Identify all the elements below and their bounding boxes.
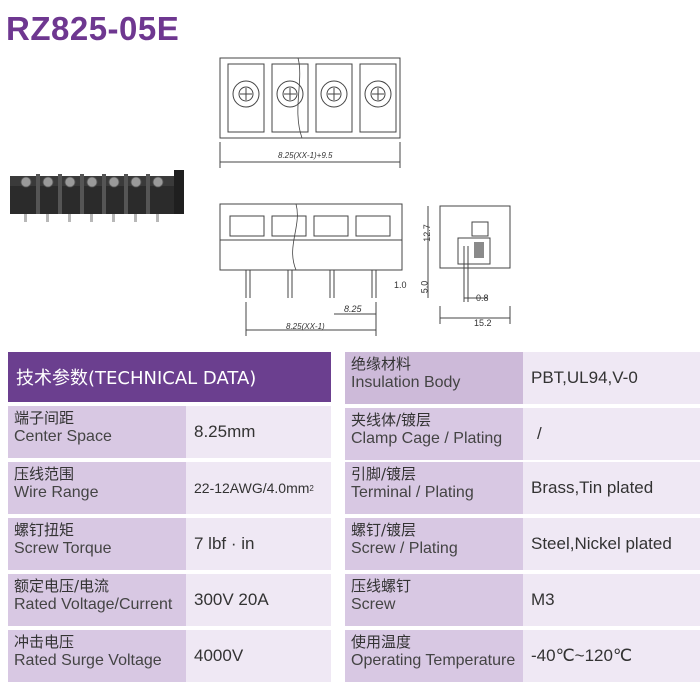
row-value: 4000V <box>186 630 331 682</box>
dim-pitch: 8.25 <box>344 304 362 314</box>
table-row: 冲击电压 Rated Surge Voltage 4000V <box>8 630 331 682</box>
row-value: 7 lbf · in <box>186 518 331 570</box>
product-title: RZ825-05E <box>6 10 180 47</box>
row-label: 绝缘材料 Insulation Body <box>345 352 523 404</box>
front-view-drawing <box>219 203 403 336</box>
row-value: Brass,Tin plated <box>523 462 700 514</box>
table-row: 引脚/镀层 Terminal / Plating Brass,Tin plate… <box>345 462 700 514</box>
row-value: M3 <box>523 574 700 626</box>
row-label: 压线范围 Wire Range <box>8 462 186 514</box>
left-table: 端子间距 Center Space 8.25mm 压线范围 Wire Range… <box>8 406 331 684</box>
row-label: 压线螺钉 Screw <box>345 574 523 626</box>
table-row: 额定电压/电流 Rated Voltage/Current 300V 20A <box>8 574 331 626</box>
row-value: 8.25mm <box>186 406 331 458</box>
table-row: 使用温度 Operating Temperature -40℃~120℃ <box>345 630 700 682</box>
table-row: 夹线体/镀层 Clamp Cage / Plating / <box>345 408 700 460</box>
row-value: 300V 20A <box>186 574 331 626</box>
row-label: 冲击电压 Rated Surge Voltage <box>8 630 186 682</box>
row-value: Steel,Nickel plated <box>523 518 700 570</box>
side-view-drawing <box>427 205 511 324</box>
right-table: 绝缘材料 Insulation Body PBT,UL94,V-0 夹线体/镀层… <box>345 352 700 684</box>
row-value: PBT,UL94,V-0 <box>523 352 700 404</box>
row-label: 使用温度 Operating Temperature <box>345 630 523 682</box>
dim-side-height: 12.7 <box>421 224 432 242</box>
row-label: 额定电压/电流 Rated Voltage/Current <box>8 574 186 626</box>
table-row: 螺钉扭矩 Screw Torque 7 lbf · in <box>8 518 331 570</box>
table-row: 绝缘材料 Insulation Body PBT,UL94,V-0 <box>345 352 700 404</box>
row-label: 端子间距 Center Space <box>8 406 186 458</box>
row-value: -40℃~120℃ <box>523 630 700 682</box>
table-header: 技术参数(TECHNICAL DATA) <box>8 352 331 402</box>
row-label: 引脚/镀层 Terminal / Plating <box>345 462 523 514</box>
top-view-drawing <box>219 57 401 168</box>
dim-bottom-width: 8.25(XX-1) <box>286 322 325 331</box>
dim-pin-offset: 1.0 <box>394 280 407 290</box>
row-value: / <box>523 408 700 460</box>
dim-pin-dia: 0.8 <box>476 293 489 303</box>
table-row: 端子间距 Center Space 8.25mm <box>8 406 331 458</box>
dim-pin-length: 5.0 <box>419 280 430 294</box>
row-label: 螺钉扭矩 Screw Torque <box>8 518 186 570</box>
table-row: 螺钉/镀层 Screw / Plating Steel,Nickel plate… <box>345 518 700 570</box>
table-row: 压线螺钉 Screw M3 <box>345 574 700 626</box>
dim-depth: 15.2 <box>474 318 492 328</box>
row-label: 螺钉/镀层 Screw / Plating <box>345 518 523 570</box>
product-image <box>10 170 184 222</box>
dim-top-width: 8.25(XX-1)+9.5 <box>278 151 333 160</box>
row-label: 夹线体/镀层 Clamp Cage / Plating <box>345 408 523 460</box>
